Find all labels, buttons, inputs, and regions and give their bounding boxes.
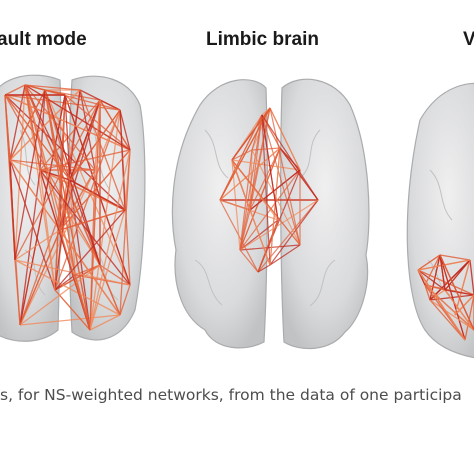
panel-title-visual: V [463,30,474,49]
figure-caption: s, for NS-weighted networks, from the da… [0,386,474,405]
brain-network-panels [0,60,474,360]
panel-title-limbic-brain: Limbic brain [206,30,319,49]
brain-default-mode [0,75,145,341]
brain-visual [407,83,474,360]
brain-limbic [172,79,369,348]
panel-title-default-mode: ault mode [0,30,87,49]
